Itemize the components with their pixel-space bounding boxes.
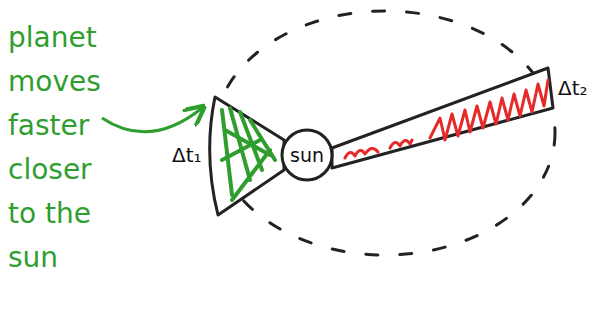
note-text: planet moves faster closer to the sun bbox=[8, 16, 120, 280]
green-sector bbox=[210, 97, 284, 215]
time-label: Δt₁ bbox=[172, 143, 202, 167]
time-label: Δt₂ bbox=[558, 76, 588, 100]
red-sector bbox=[332, 68, 553, 168]
pointer-arrow bbox=[102, 108, 202, 132]
sun-circle: sun bbox=[280, 128, 334, 182]
node-text: sun bbox=[290, 144, 324, 166]
